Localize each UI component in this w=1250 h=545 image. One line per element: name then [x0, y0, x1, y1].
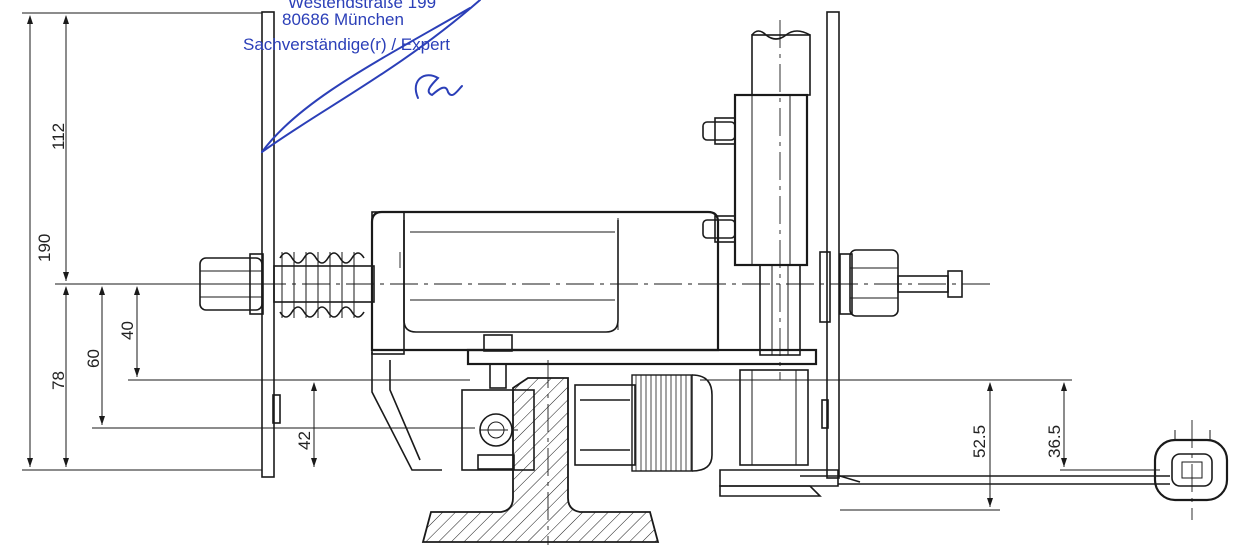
lower-bracket: [719, 469, 1170, 497]
rail-profile: [421, 360, 660, 545]
left-mounting-plate: [261, 11, 281, 478]
handwritten-signature: [261, 0, 481, 153]
shaft-assembly: [170, 249, 990, 318]
lever-plate: [466, 334, 818, 389]
dim-label-40: 40: [118, 321, 137, 340]
stamp-line-1: Westendstraße 199: [288, 0, 436, 12]
right-mounting-plate: [819, 11, 840, 479]
cable-connector: [1153, 420, 1229, 520]
dim-label-112: 112: [49, 123, 68, 150]
roller-wheel: [574, 369, 809, 472]
dim-label-78: 78: [49, 371, 68, 390]
dimension-group-right: 52.5 36.5 42: [295, 379, 1160, 511]
dim-label-190: 190: [35, 234, 54, 262]
dimension-group-left: 190 112 78 60 40: [22, 12, 475, 471]
dim-label-60: 60: [84, 349, 103, 368]
gear-housing: [370, 210, 720, 471]
dim-label-52-5: 52.5: [970, 425, 989, 458]
vertical-column: [702, 20, 811, 380]
spring: [279, 252, 365, 318]
dim-label-36-5: 36.5: [1045, 425, 1064, 458]
stamp-line-2: 80686 München: [282, 10, 404, 29]
dim-label-42: 42: [295, 431, 314, 450]
